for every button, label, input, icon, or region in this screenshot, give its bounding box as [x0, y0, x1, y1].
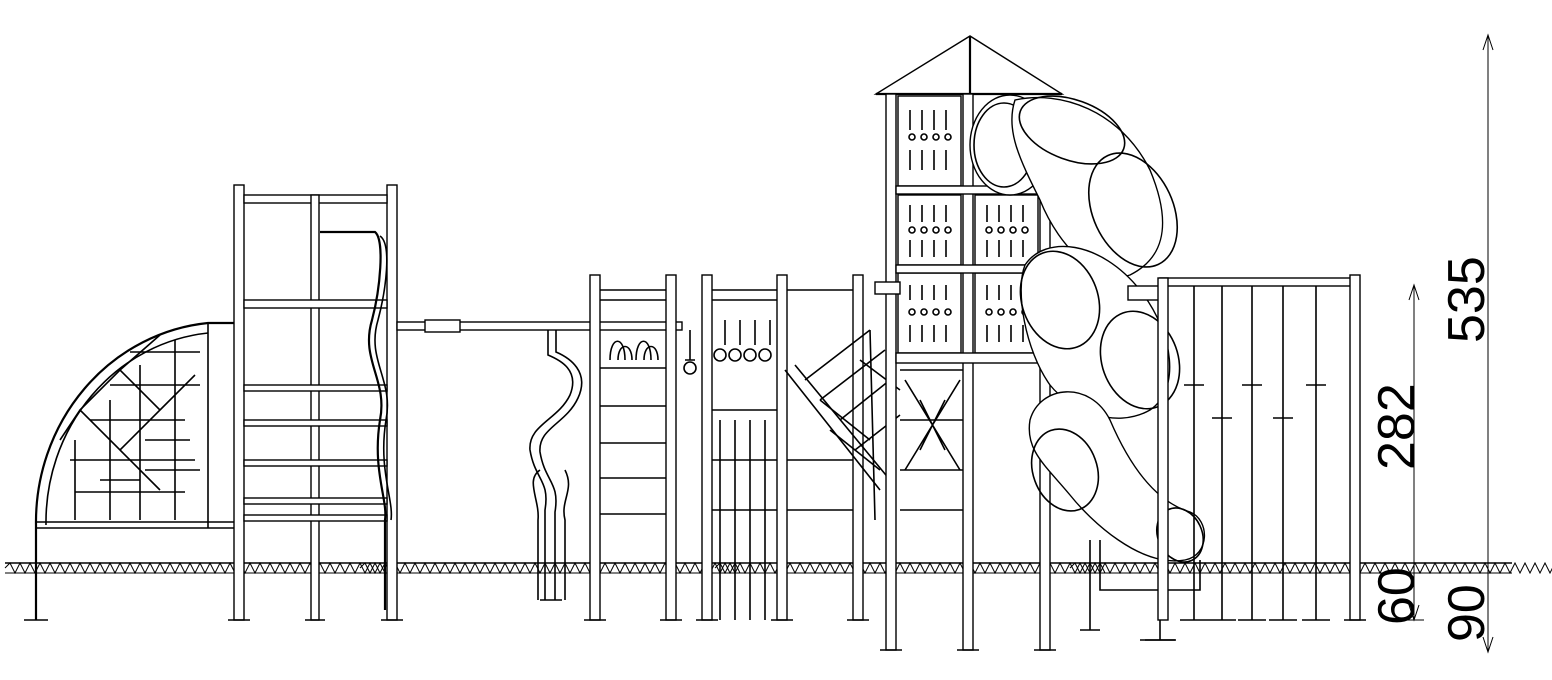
arc-climbing-net [24, 321, 238, 621]
ladder-tower [228, 184, 403, 621]
dimension-label-platform-height: 282 [1368, 383, 1426, 470]
wavy-climbing-poles [529, 330, 583, 601]
dimension-label-ground-right: 90 [1438, 584, 1496, 642]
dimension-label-total-height: 535 [1438, 256, 1496, 343]
diagonal-net [784, 329, 965, 521]
rope-bridge-frame [1140, 274, 1366, 641]
dimension-label-ground-left: 60 [1368, 567, 1426, 625]
dimension-lines [1404, 33, 1498, 654]
horizontal-bar [396, 319, 683, 333]
ground-line [4, 561, 1552, 575]
